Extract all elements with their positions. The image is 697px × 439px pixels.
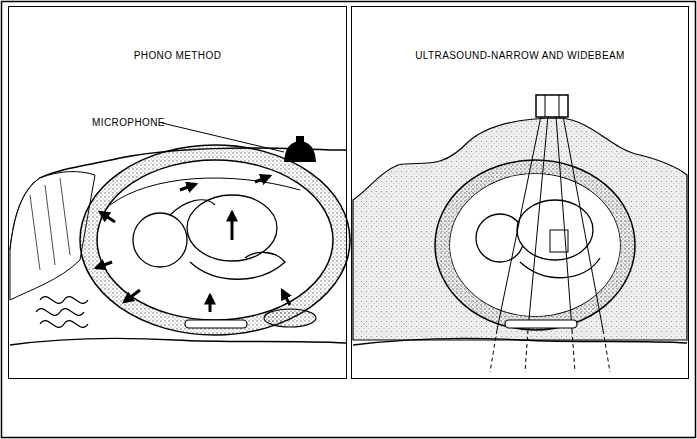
- fetus-body: [187, 195, 277, 261]
- sound-arrow: [255, 176, 270, 182]
- table-top: [10, 338, 346, 345]
- panel-title: ULTRASOUND-NARROW AND WIDEBEAM: [352, 50, 688, 61]
- blood-vessel: [505, 320, 577, 328]
- panel-title: PHONO METHOD: [9, 50, 346, 61]
- uterus-cavity: [450, 174, 620, 316]
- uterus-wall: [435, 160, 635, 330]
- leader-line: [162, 123, 284, 152]
- fetus-legs: [190, 252, 285, 279]
- sound-arrow: [96, 262, 112, 268]
- sound-arrow: [100, 212, 115, 222]
- part-label: MICROPHONE: [92, 117, 165, 128]
- uterus-wall: [80, 145, 350, 335]
- sound-arrow: [209, 295, 212, 312]
- beam-line: [572, 330, 575, 372]
- microphone: [284, 141, 316, 162]
- blood-vessel: [185, 320, 247, 328]
- transducer: [536, 95, 568, 117]
- phono-scene: [10, 123, 350, 345]
- sound-arrows: [96, 176, 290, 312]
- ultrasound-beams: [490, 116, 610, 372]
- fetus-head: [133, 213, 187, 267]
- beam-line: [563, 116, 603, 330]
- microphone-cap: [296, 136, 304, 142]
- sound-arrow: [124, 290, 140, 302]
- beam-line: [603, 330, 610, 372]
- intestine: [36, 297, 88, 328]
- fetus-legs: [520, 258, 600, 278]
- table-top: [353, 338, 687, 345]
- body-silhouette: [353, 118, 687, 340]
- sound-arrow: [282, 290, 290, 305]
- beam-line: [528, 116, 548, 330]
- fetus-head: [476, 214, 524, 262]
- drape-folds: [30, 178, 70, 270]
- panel-frame: PHONO METHOD: [8, 6, 347, 379]
- beam-line: [525, 330, 528, 372]
- transducer-detail: [545, 95, 546, 117]
- fetus-arm: [170, 200, 215, 215]
- fetus-body: [517, 200, 593, 260]
- beam-line: [556, 116, 572, 330]
- transducer-detail: [559, 95, 560, 117]
- sound-arrow: [180, 184, 196, 190]
- organ: [264, 309, 316, 327]
- ultrasound-scene: [353, 95, 687, 372]
- beam-line: [497, 116, 541, 330]
- sound-arrow: [231, 212, 234, 240]
- panel-frame: ULTRASOUND-NARROW AND WIDEBEAM: [351, 6, 689, 379]
- beam-line: [490, 330, 497, 372]
